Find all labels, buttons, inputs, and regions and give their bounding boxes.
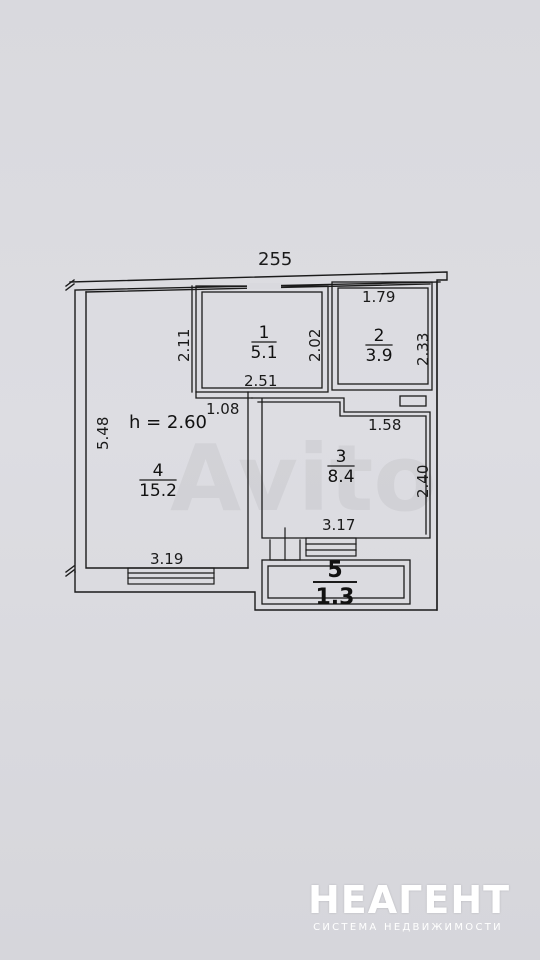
- ceiling-height-label: h = 2.60: [129, 412, 207, 433]
- dim-r4-width: 3.19: [150, 550, 183, 568]
- dim-r1-height: 2.11: [175, 329, 193, 362]
- dim-r1-height-right: 2.02: [306, 329, 324, 362]
- room-3-walls: [251, 397, 431, 539]
- dim-r3-width-bottom: 3.17: [322, 516, 355, 534]
- room-1-number: 1: [259, 323, 270, 343]
- dim-r4-height: 5.48: [94, 417, 112, 450]
- room-2-walls: [331, 281, 433, 407]
- dim-r2-height: 2.33: [414, 333, 432, 366]
- room-4-number: 4: [153, 461, 164, 481]
- room-2-area: 3.9: [365, 346, 392, 366]
- dim-corridor-width: 1.08: [206, 400, 239, 418]
- dim-r3-width-top: 1.58: [368, 416, 401, 434]
- dim-r3-height: 2.40: [414, 465, 432, 498]
- room-3-area: 8.4: [327, 467, 354, 487]
- window-room-4: [127, 567, 215, 585]
- room-5-area: 1.3: [316, 585, 355, 610]
- room-4-walls: [191, 285, 253, 569]
- room-1-walls: [195, 283, 329, 393]
- room-1-area: 5.1: [250, 343, 277, 363]
- room-5-number: 5: [327, 558, 342, 583]
- dim-r2-width: 1.79: [362, 288, 395, 306]
- room-3-number: 3: [336, 447, 347, 467]
- room-5-walls: [261, 559, 411, 605]
- dim-r1-width-bottom: 2.51: [244, 372, 277, 390]
- room-2-number: 2: [374, 326, 385, 346]
- avito-watermark: Avito: [170, 425, 437, 532]
- brand-name: НЕАГЕНТ: [308, 878, 511, 922]
- brand-logo: НЕАГЕНТ СИСТЕМА НЕДВИЖИМОСТИ: [308, 878, 511, 933]
- brand-tagline: СИСТЕМА НЕДВИЖИМОСТИ: [313, 922, 503, 933]
- top-dimension: 255: [258, 249, 292, 270]
- room-4-area: 15.2: [139, 481, 177, 501]
